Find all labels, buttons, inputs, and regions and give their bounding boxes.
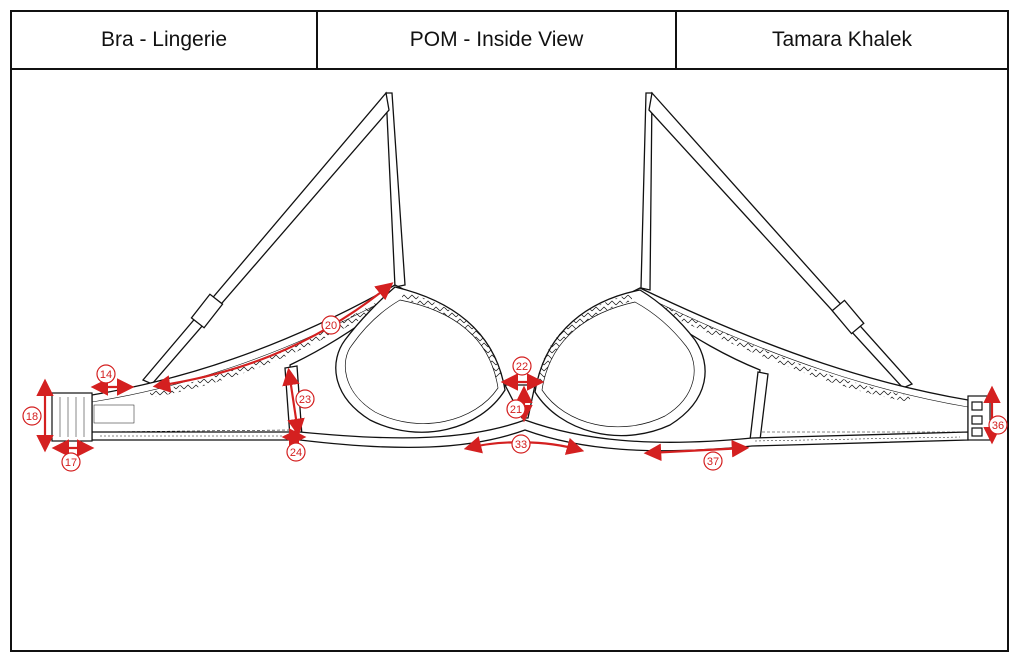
pom-21-label: 21 (510, 404, 522, 416)
pom-33: 33 (511, 434, 531, 454)
designer-label: Tamara Khalek (675, 12, 1007, 68)
pom-37-arrow (643, 439, 750, 462)
pom-23: 23 (295, 389, 315, 409)
view-label: POM - Inside View (316, 12, 675, 68)
pom-22: 22 (512, 356, 532, 376)
pom-24-label: 24 (290, 447, 302, 459)
pom-23-arrow (282, 367, 305, 437)
pom-37-label: 37 (707, 456, 719, 468)
pom-17-label: 17 (65, 457, 77, 469)
pom-24: 24 (286, 442, 306, 462)
pom-33-label: 33 (515, 439, 527, 451)
pom-20-label: 20 (325, 320, 337, 332)
pom-23-label: 23 (299, 394, 311, 406)
eye-tape (51, 392, 135, 442)
pom-14-label: 14 (100, 369, 112, 381)
pom-17: 17 (61, 452, 81, 472)
pom-36: 36 (988, 415, 1008, 435)
right-wing (630, 287, 969, 441)
pom-18: 18 (22, 406, 42, 426)
pom-21: 21 (506, 399, 526, 419)
hook-tape (967, 395, 991, 441)
pom-20: 20 (321, 315, 341, 335)
pom-20-arrow (152, 282, 394, 393)
pom-22-label: 22 (516, 361, 528, 373)
pom-37: 37 (703, 451, 723, 471)
pom-18-label: 18 (26, 411, 38, 423)
right-strap (640, 91, 914, 389)
title-block: Bra - Lingerie POM - Inside View Tamara … (10, 10, 1009, 70)
pom-14: 14 (96, 364, 116, 384)
category-label: Bra - Lingerie (100, 28, 228, 51)
right-cup (534, 289, 706, 437)
pom-36-label: 36 (992, 420, 1004, 432)
